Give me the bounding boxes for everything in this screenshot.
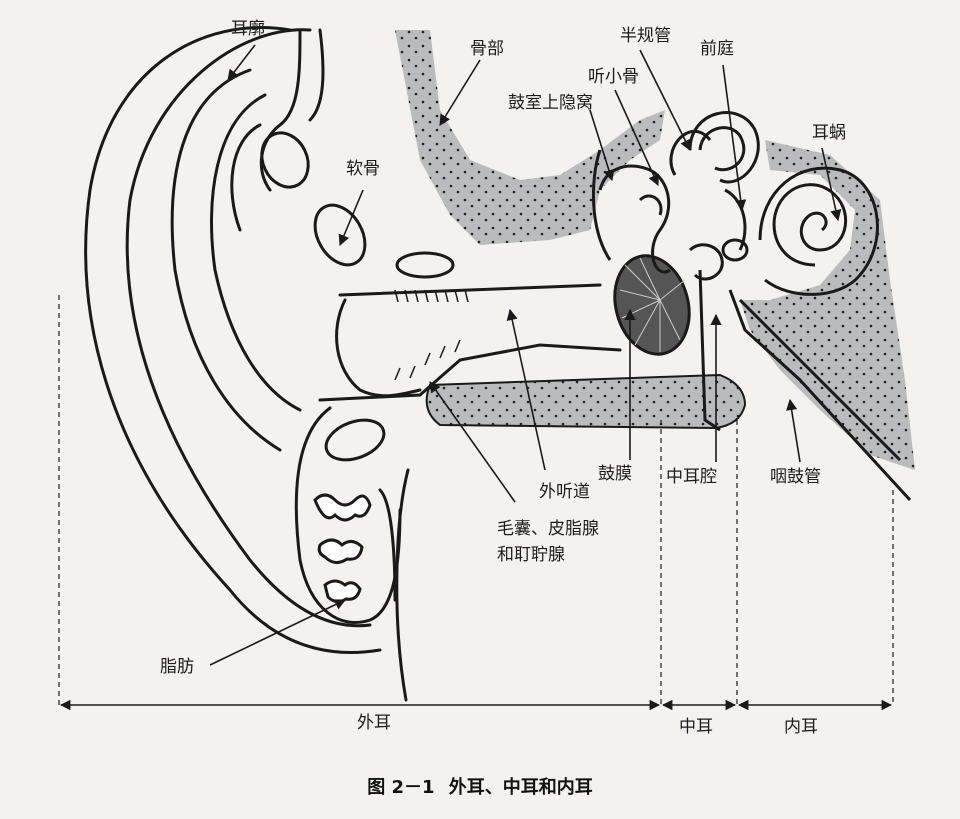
figure-title: 外耳、中耳和内耳 xyxy=(448,777,593,798)
canal-hairs xyxy=(394,289,469,381)
label-ossicles: 听小骨 xyxy=(588,67,639,87)
petrous-bone xyxy=(740,140,915,470)
figure-caption: 图 2－1 外耳、中耳和内耳 xyxy=(0,773,960,799)
auricle-outline xyxy=(84,26,622,702)
figure-number: 图 2－1 xyxy=(367,777,435,798)
cochlea xyxy=(758,166,879,296)
region-inner-label: 内耳 xyxy=(784,717,818,737)
label-auricle: 耳廓 xyxy=(231,19,265,39)
label-cartilage: 软骨 xyxy=(346,159,380,179)
label-epitympanic-recess: 鼓室上隐窝 xyxy=(508,93,593,113)
leader-lines xyxy=(209,44,842,666)
label-fat: 脂肪 xyxy=(160,657,194,677)
label-middle-ear-cavity: 中耳腔 xyxy=(666,467,717,487)
label-glands-line1: 毛囊、皮脂腺 xyxy=(497,519,599,539)
bone-regions xyxy=(395,30,915,470)
label-tympanic-membrane: 鼓膜 xyxy=(598,464,632,484)
eardrum xyxy=(613,254,691,356)
region-outer-label: 外耳 xyxy=(357,713,391,733)
canal-floor-bone xyxy=(425,373,747,430)
label-eustachian-tube: 咽鼓管 xyxy=(770,467,821,487)
label-bone: 骨部 xyxy=(470,39,504,59)
region-middle-label: 中耳 xyxy=(679,717,713,737)
label-glands-line2: 和耵聍腺 xyxy=(497,545,565,565)
temporal-bone-upper xyxy=(395,30,665,245)
region-boundaries xyxy=(58,295,894,705)
middle-ear-structures xyxy=(592,111,912,502)
label-vestibule: 前庭 xyxy=(700,39,734,59)
label-external-canal: 外听道 xyxy=(539,482,590,502)
label-cochlea: 耳蜗 xyxy=(812,123,846,143)
label-semicircular-canals: 半规管 xyxy=(620,26,671,46)
